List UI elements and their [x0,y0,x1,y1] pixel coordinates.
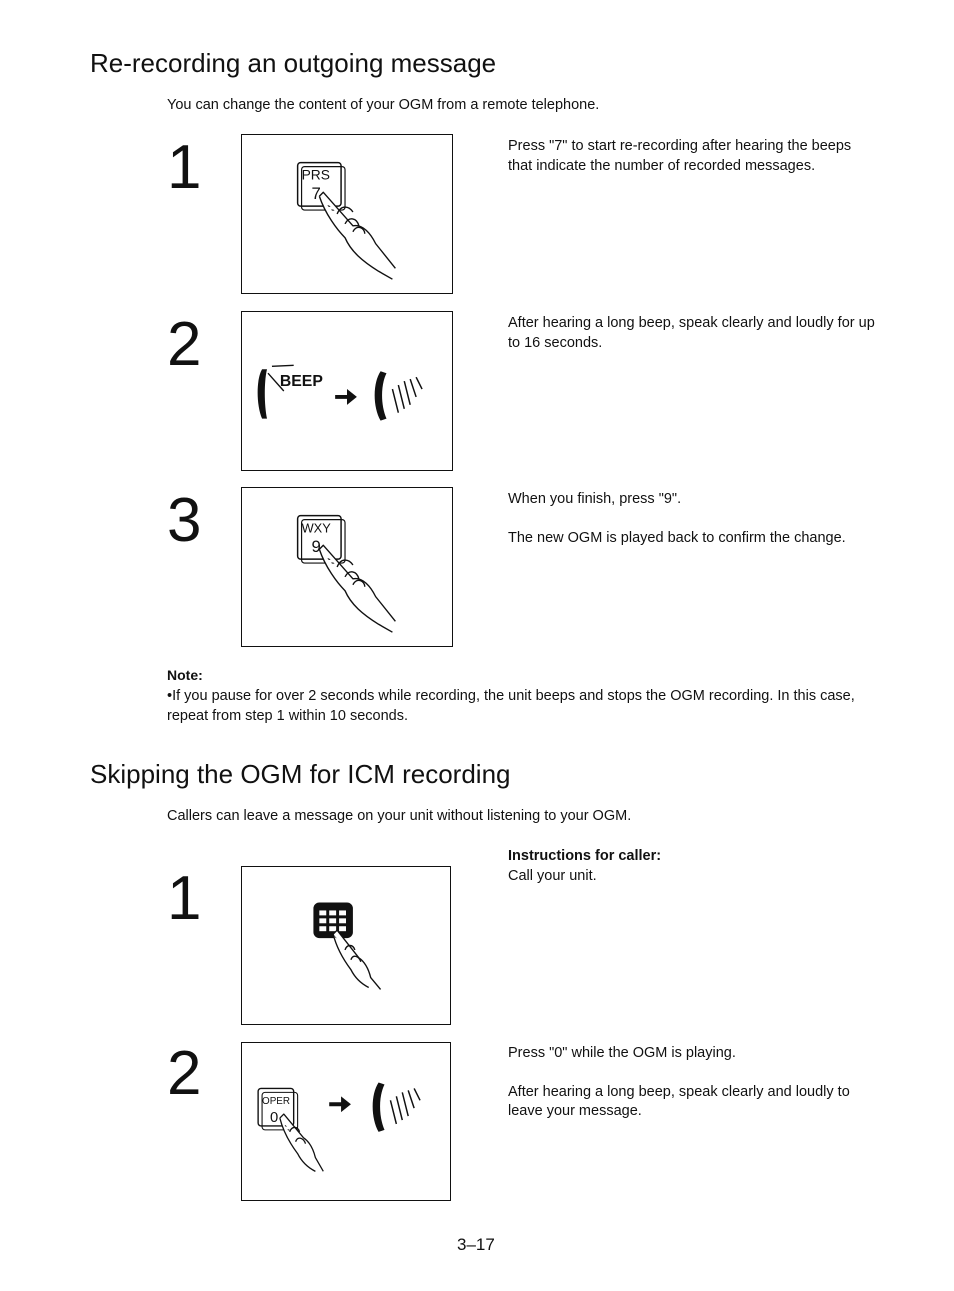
section-title-rerecording: Re-recording an outgoing message [90,48,497,78]
pressing-finger-icon [279,1113,324,1172]
step-illustration-call-unit [241,866,451,1025]
page-number: 3–17 [457,1235,495,1254]
step-instruction: After hearing a long beep, speak clearly… [508,315,875,351]
arrow-right-icon [335,389,357,405]
pressing-finger-icon [332,929,382,990]
step-number: 3 [167,486,202,555]
step-instruction: When you finish, press "9". The new OGM … [508,491,846,546]
step-illustration-press-9: WXY 9 [241,487,453,647]
svg-text:PRS: PRS [302,166,330,182]
step-number: 2 [167,310,202,379]
keypad-key-icon: WXY 9 [296,514,346,564]
handset-speaking-icon [374,371,423,421]
svg-text:BEEP: BEEP [280,373,323,390]
section-intro: Callers can leave a message on your unit… [167,808,632,824]
svg-text:WXY: WXY [302,520,332,535]
step-instruction: Press "0" while the OGM is playing. Afte… [508,1045,850,1119]
note-title: Note: [167,667,203,683]
caller-instruction-text: Call your unit. [508,867,597,884]
handset-speaking-icon [372,1082,421,1132]
step-number: 1 [167,133,202,202]
caller-instructions-title: Instructions for caller: [508,848,662,864]
step-illustration-press-7: PRS 7 [241,134,453,294]
arrow-right-icon [329,1096,351,1113]
svg-text:OPER: OPER [262,1096,290,1107]
section-intro: You can change the content of your OGM f… [167,97,600,113]
section-title-skipping-ogm: Skipping the OGM for ICM recording [90,759,511,789]
step-illustration-press-0: OPER 0 [241,1042,451,1201]
step-illustration-speak-after-beep: BEEP [241,311,453,471]
beep-label: BEEP [267,364,323,392]
keypad-key-icon: OPER 0 [257,1087,299,1131]
step-number: 2 [167,1039,202,1108]
svg-text:9: 9 [311,537,320,556]
step-instruction: Instructions for caller: Call your unit. [508,847,853,886]
svg-text:7: 7 [311,184,320,203]
keypad-key-icon: PRS 7 [296,161,346,211]
step-number: 1 [167,864,202,933]
note-text: •If you pause for over 2 seconds while r… [167,688,855,724]
pressing-finger-icon [318,544,396,633]
step-instruction: Press "7" to start re-recording after he… [508,138,852,174]
telephone-keypad-icon [313,902,353,939]
svg-text:0: 0 [270,1110,278,1126]
handset-icon [257,369,268,419]
pressing-finger-icon [318,191,396,280]
